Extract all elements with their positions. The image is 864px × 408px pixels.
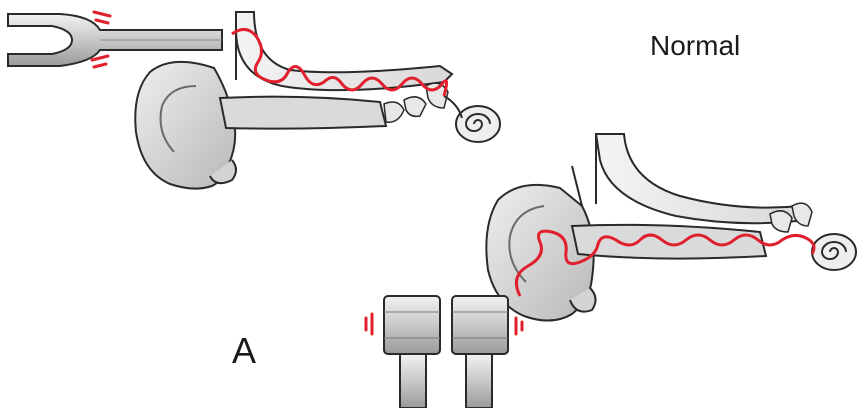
cochlea-icon: [812, 234, 856, 270]
normal-caption: Normal: [650, 30, 740, 62]
cochlea-icon: [444, 96, 500, 142]
ear-icon: [135, 62, 236, 189]
tuning-fork-icon: [8, 14, 222, 66]
ear-canal: [220, 97, 386, 129]
normal-panel: [8, 12, 500, 189]
bone-conduction-panel: [366, 134, 856, 408]
panel-label: A: [232, 330, 256, 372]
skull-bone: [596, 134, 806, 223]
bone-conduction-oscillator-icon: [384, 296, 508, 408]
ear-canal: [572, 225, 766, 259]
skull-bone: [236, 12, 452, 90]
